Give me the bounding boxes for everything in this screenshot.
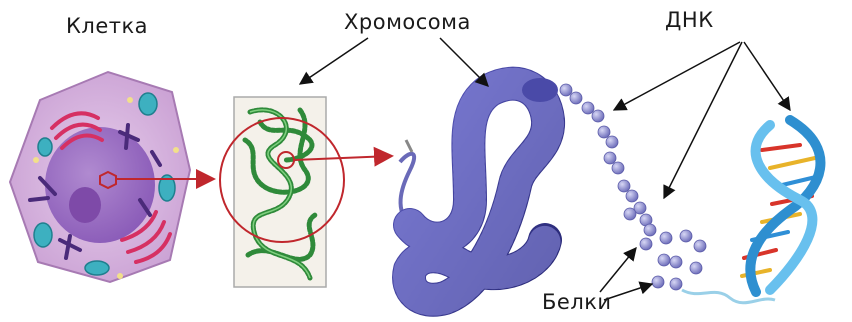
cell-nucleolus bbox=[69, 187, 101, 223]
chromosome-pointer-arrows bbox=[300, 38, 488, 86]
cell-icon bbox=[10, 72, 190, 282]
dna-linker-strand bbox=[682, 290, 775, 303]
chromosome-coil-icon bbox=[400, 78, 558, 300]
nucleosome-beads-icon bbox=[560, 84, 706, 290]
cell-label: Клетка bbox=[66, 14, 148, 38]
chromosome-label: Хромосома bbox=[344, 10, 471, 34]
dna-label: ДНК bbox=[665, 8, 714, 32]
dna-helix-icon bbox=[742, 120, 820, 292]
proteins-label: Белки bbox=[542, 290, 612, 314]
chromatin-square-icon bbox=[220, 97, 344, 287]
